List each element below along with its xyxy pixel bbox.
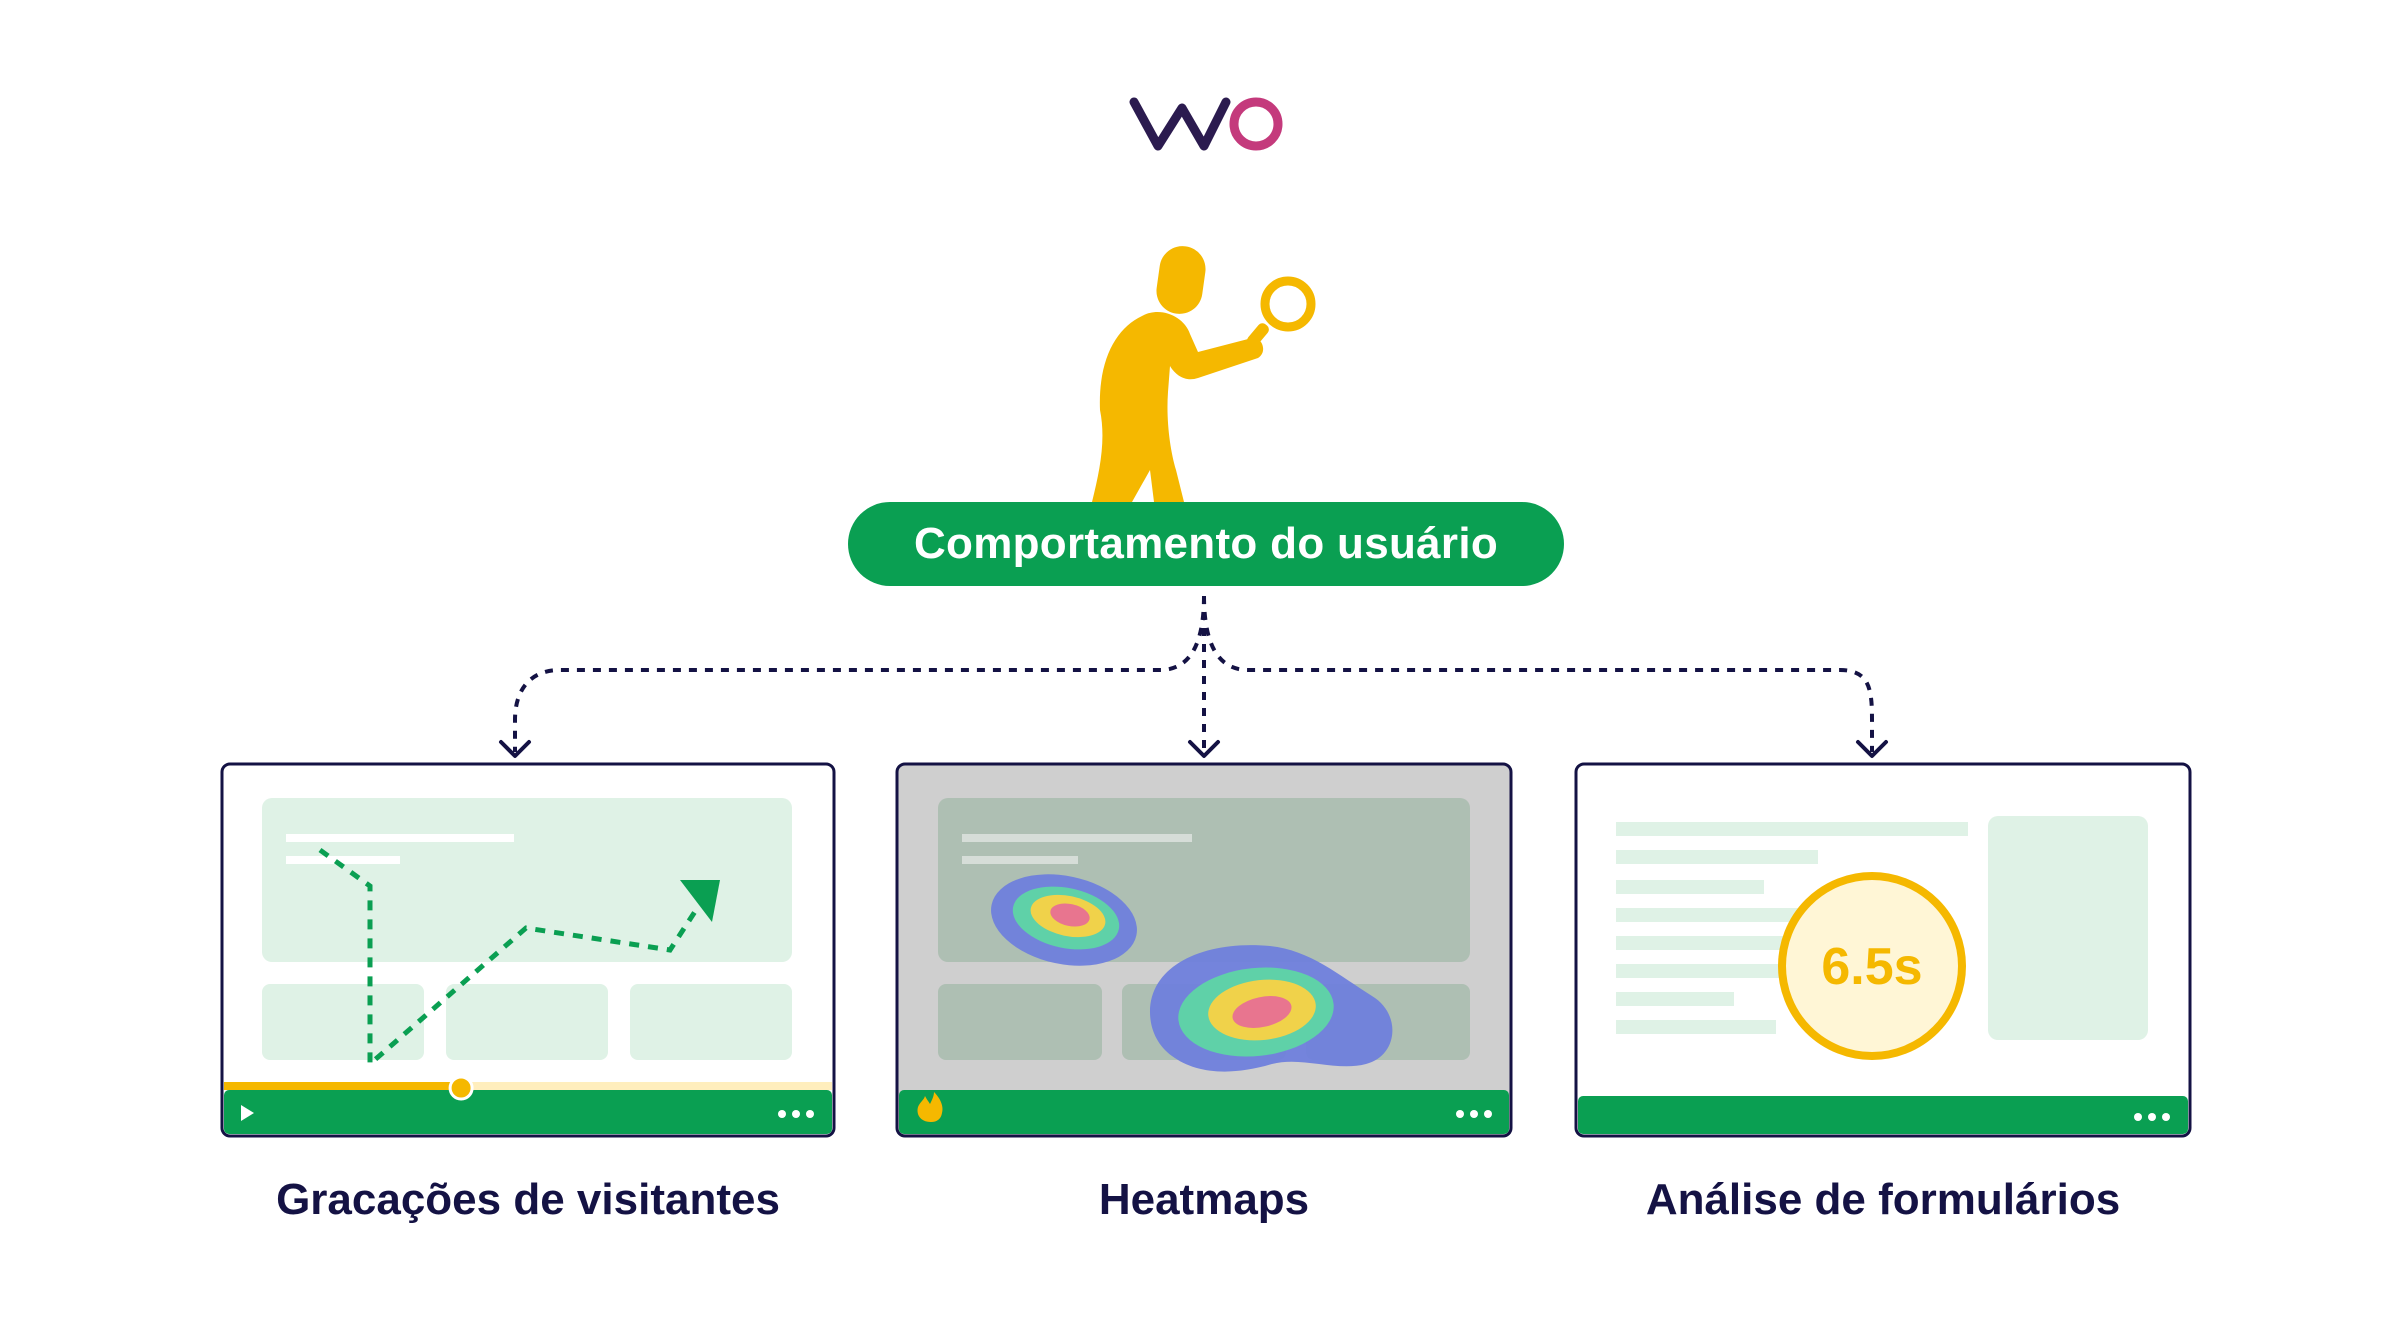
user-behavior-pill: Comportamento do usuário	[848, 502, 1564, 586]
more-dots-icon	[778, 1110, 814, 1118]
more-dots-icon	[1456, 1110, 1492, 1118]
card-form-analysis	[1574, 762, 2192, 1138]
more-dots-icon	[2134, 1113, 2170, 1121]
timer-value: 6.5s	[1821, 938, 1923, 996]
play-icon	[241, 1105, 254, 1121]
progress-fill	[224, 1082, 462, 1090]
caption-form-analysis: Análise de formulários	[1645, 1175, 2121, 1224]
user-behavior-label: Comportamento do usuário	[913, 519, 1499, 568]
progress-knob	[448, 1075, 474, 1101]
trend-arrow-head	[680, 880, 720, 922]
heat-blob-large	[1150, 945, 1393, 1072]
card-visitor-recordings	[220, 762, 836, 1138]
timer-circle	[1778, 872, 1966, 1060]
heat-blob-small	[991, 874, 1137, 966]
caption-heatmaps: Heatmaps	[1098, 1175, 1310, 1224]
person-with-magnifier-icon	[1092, 246, 1316, 502]
vwo-logo	[1129, 97, 1283, 151]
caption-visitor-recordings: Gracações de visitantes	[276, 1175, 780, 1224]
connector-lines	[513, 595, 1874, 752]
arrow-heads	[499, 740, 1888, 758]
card-heatmaps	[895, 762, 1513, 1138]
flame-icon	[917, 1092, 943, 1122]
